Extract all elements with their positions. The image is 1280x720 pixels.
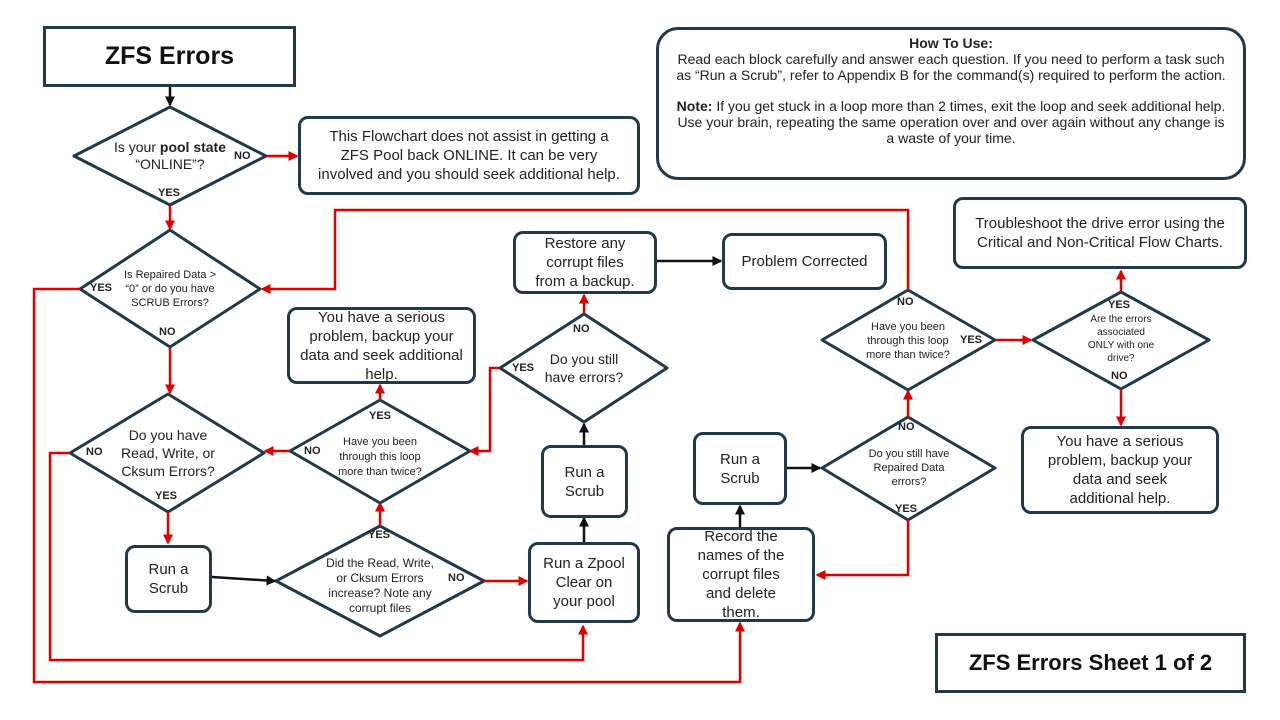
arrow-scrub-left-to-increase [211, 575, 277, 586]
box-troubleshoot-drive: Troubleshoot the drive error using the C… [953, 197, 1247, 269]
arrow-loop-right-no [260, 208, 910, 294]
label-pool-no: NO [234, 150, 251, 162]
label-loop-right-yes: YES [960, 334, 983, 346]
box-run-scrub-left: Run a Scrub [125, 545, 212, 613]
arrow-still-repaired-yes [815, 520, 910, 580]
decision-still-repaired: Do you still have Repaired Data errors? [868, 448, 950, 488]
decision-still-errors-shape [498, 312, 669, 424]
label-loop-left-no: NO [304, 445, 321, 457]
note-label: Note: [676, 98, 713, 114]
label-pool-yes: YES [158, 187, 181, 199]
label-repaired-no: NO [159, 326, 176, 338]
box-serious-problem-right: You have a serious problem, backup your … [1021, 426, 1219, 514]
label-increase-no: NO [448, 572, 465, 584]
label-loop-right-no: NO [897, 296, 914, 308]
box-problem-corrected: Problem Corrected [722, 233, 887, 290]
how-to-note: Note: If you get stuck in a loop more th… [675, 98, 1227, 146]
how-to-heading: How To Use: [909, 35, 993, 51]
sheet-label: ZFS Errors Sheet 1 of 2 [935, 633, 1246, 693]
how-to-instructions: Read each block carefully and answer eac… [676, 51, 1226, 83]
how-to-use-panel: How To Use: Read each block carefully an… [656, 27, 1246, 180]
label-increase-yes: YES [368, 529, 391, 541]
box-serious-problem-left: You have a serious problem, backup your … [287, 307, 476, 384]
decision-still-errors: Do you still have errors? [544, 351, 624, 385]
label-loop-left-yes: YES [369, 410, 392, 422]
decision-only-one-drive: Are the errors associated ONLY with one … [1087, 314, 1155, 364]
box-record-files: Record the names of the corrupt files an… [667, 527, 815, 622]
pool-state-pre: Is your [113, 139, 160, 155]
note-text: If you get stuck in a loop more than 2 t… [677, 98, 1226, 146]
label-rw-no: NO [86, 446, 103, 458]
label-rw-yes: YES [155, 490, 178, 502]
decision-repaired-data: Is Repaired Data > “0” or do you have SC… [123, 269, 217, 309]
decision-pool-state: Is your pool state “ONLINE”? [112, 124, 228, 188]
page-title: ZFS Errors [43, 26, 296, 87]
box-run-scrub-mid: Run a Scrub [541, 445, 628, 518]
decision-errors-increase: Did the Read, Write, or Cksum Errors inc… [326, 556, 434, 615]
label-still-repaired-yes: YES [895, 503, 918, 515]
label-still-errors-yes: YES [512, 362, 535, 374]
decision-loop-left: Have you been through this loop more tha… [338, 435, 422, 478]
decision-errors-increase-shape [274, 524, 486, 638]
pool-state-post: “ONLINE”? [135, 156, 205, 172]
box-zpool-clear: Run a Zpool Clear on your pool [528, 542, 640, 623]
pool-state-bold: pool state [159, 139, 227, 155]
arrow-rw-no [48, 451, 588, 662]
label-still-errors-no: NO [573, 323, 590, 335]
arrow-repaired-yes [32, 287, 745, 684]
decision-loop-right: Have you been through this loop more tha… [866, 321, 950, 361]
box-run-scrub-right: Run a Scrub [693, 432, 787, 505]
box-restore-files: Restore any corrupt files from a backup. [513, 231, 657, 294]
label-one-drive-yes: YES [1108, 299, 1131, 311]
box-not-online: This Flowchart does not assist in gettin… [298, 116, 640, 195]
arrow-still-errors-yes [468, 366, 500, 456]
label-repaired-yes: YES [90, 282, 113, 294]
label-still-repaired-no: NO [898, 421, 915, 433]
label-one-drive-no: NO [1111, 370, 1128, 382]
decision-rw-cksum: Do you have Read, Write, or Cksum Errors… [121, 427, 215, 479]
